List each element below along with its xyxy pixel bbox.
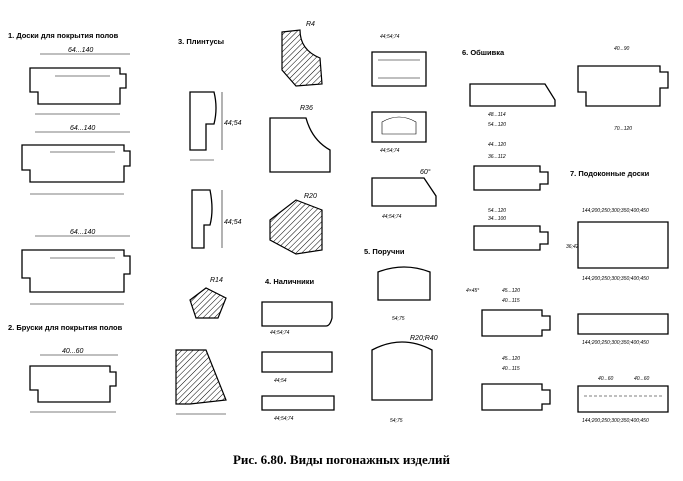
dim-sh-6: 34...100: [488, 216, 506, 222]
dim-pl-width-5: 44;54;74: [380, 148, 400, 154]
dim-fb-width-1: 64...140: [68, 47, 93, 54]
dim-sh-3: 44...120: [488, 142, 506, 148]
dim-r4: R4: [306, 21, 315, 28]
dim-wb-height: 36;42: [566, 244, 579, 250]
fillet-profile-2: R36: [269, 105, 331, 173]
baseboard-profile-2: 44;54: [191, 189, 242, 249]
platband-profile-3: 44;54;74: [261, 395, 335, 422]
window-board-profile-2: 144;200;250;300;350;400;450: [577, 313, 669, 346]
dim-sh-8: 40...115: [502, 298, 520, 304]
sheathing-profile-4: 4×45° 45...120 40...115: [466, 288, 551, 337]
dim-wb-5: 40...60: [598, 376, 614, 382]
floor-board-profile-1: 64...140: [29, 47, 130, 115]
baseboard-profile-1: 44;54: [189, 91, 242, 161]
dim-wb-2: 144;200;250;300;350;400;450: [582, 276, 649, 282]
window-board-profile-1: 144;200;250;300;350;400;450 36;42 144;20…: [566, 208, 669, 282]
dim-pl-width-2: 44;54: [274, 378, 287, 384]
sheathing-profile-1: 48...114 54...120: [469, 83, 556, 128]
sheathing-profile-2: 44...120 36...112: [473, 142, 549, 191]
section-1-title: 1. Доски для покрытия полов: [8, 31, 119, 40]
handrail-profile-1: 54;75: [377, 266, 431, 322]
platband-profile-2: 44;54: [261, 351, 333, 384]
dim-sh-11: 40...90: [614, 46, 630, 52]
floor-bar-profile: 40...60: [29, 348, 118, 413]
dim-sh-5: 54...120: [488, 208, 506, 214]
handrail-profile-2: R20;R40 54;75: [371, 335, 438, 424]
dim-fb-width-3: 64...140: [70, 229, 95, 236]
dim-pl-width-4: 44;54;74: [380, 34, 400, 40]
dim-sh-9: 45...120: [502, 356, 520, 362]
section-6-title: 6. Обшивка: [462, 48, 505, 57]
dim-pl-width-6: 44;54;74: [382, 214, 402, 220]
dim-bar-width: 40...60: [62, 348, 84, 355]
sheathing-profile-6: 40...90 70...120: [577, 46, 669, 132]
dim-sh-1: 48...114: [488, 112, 506, 118]
floor-board-profile-3: 64...140: [21, 229, 131, 305]
section-3-title: 3. Плинтусы: [178, 37, 224, 46]
dim-hr-width-1: 54;75: [392, 316, 405, 322]
dim-60deg: 60°: [420, 168, 431, 176]
fillet-profile-3: R20: [269, 193, 323, 255]
section-5-title: 5. Поручни: [364, 247, 405, 256]
dim-sh-7: 45...120: [502, 288, 520, 294]
platband-profile-1: 44;54;74: [261, 301, 333, 336]
dim-r20: R20: [304, 193, 317, 200]
bead-profile-3: 60° 44;54;74: [371, 168, 437, 220]
fillet-profile-1: R4: [281, 21, 323, 87]
dim-wb-3: 144;200;250;300;350;400;450: [582, 340, 649, 346]
bead-profile-2: 44;54;74: [371, 111, 427, 154]
floor-board-profile-2: 64...140: [21, 125, 131, 195]
dim-r14: R14: [210, 277, 223, 284]
dim-bb-height-2: 44;54: [224, 219, 242, 226]
dim-sh-2: 54...120: [488, 122, 506, 128]
section-4-title: 4. Наличники: [265, 277, 315, 286]
dim-hr-radius: R20;R40: [410, 335, 438, 342]
window-board-profile-3: 40...60 40...60 144;200;250;300;350;400;…: [577, 376, 669, 424]
dim-sh-10: 40...115: [502, 366, 520, 372]
baseboard-profile-3: R14: [189, 277, 227, 319]
dim-sh-4: 36...112: [488, 154, 506, 160]
dim-wb-4: 144;200;250;300;350;400;450: [582, 418, 649, 424]
dim-pl-width-1: 44;54;74: [270, 330, 290, 336]
figure-caption: Рис. 6.80. Виды погонажных изделий: [232, 452, 451, 467]
dim-hr-width-2: 54;75: [390, 418, 403, 424]
sheathing-profile-3: 54...120 34...100: [473, 208, 549, 251]
dim-wb-6: 40...60: [634, 376, 650, 382]
dim-wb-1: 144;200;250;300;350;400;450: [582, 208, 649, 214]
dim-bb-height-1: 44;54: [224, 120, 242, 127]
sheathing-profile-5: 45...120 40...115: [481, 356, 551, 411]
dim-sh-12: 70...120: [614, 126, 632, 132]
bead-profile-1: 44;54;74: [371, 34, 427, 87]
dim-45deg: 4×45°: [466, 288, 479, 294]
dim-r36: R36: [300, 105, 313, 112]
section-7-title: 7. Подоконные доски: [570, 169, 650, 178]
baseboard-profile-4: [175, 349, 227, 415]
dim-fb-width-2: 64...140: [70, 125, 95, 132]
section-2-title: 2. Бруски для покрытия полов: [8, 323, 123, 332]
dim-pl-width-3: 44;54;74: [274, 416, 294, 422]
